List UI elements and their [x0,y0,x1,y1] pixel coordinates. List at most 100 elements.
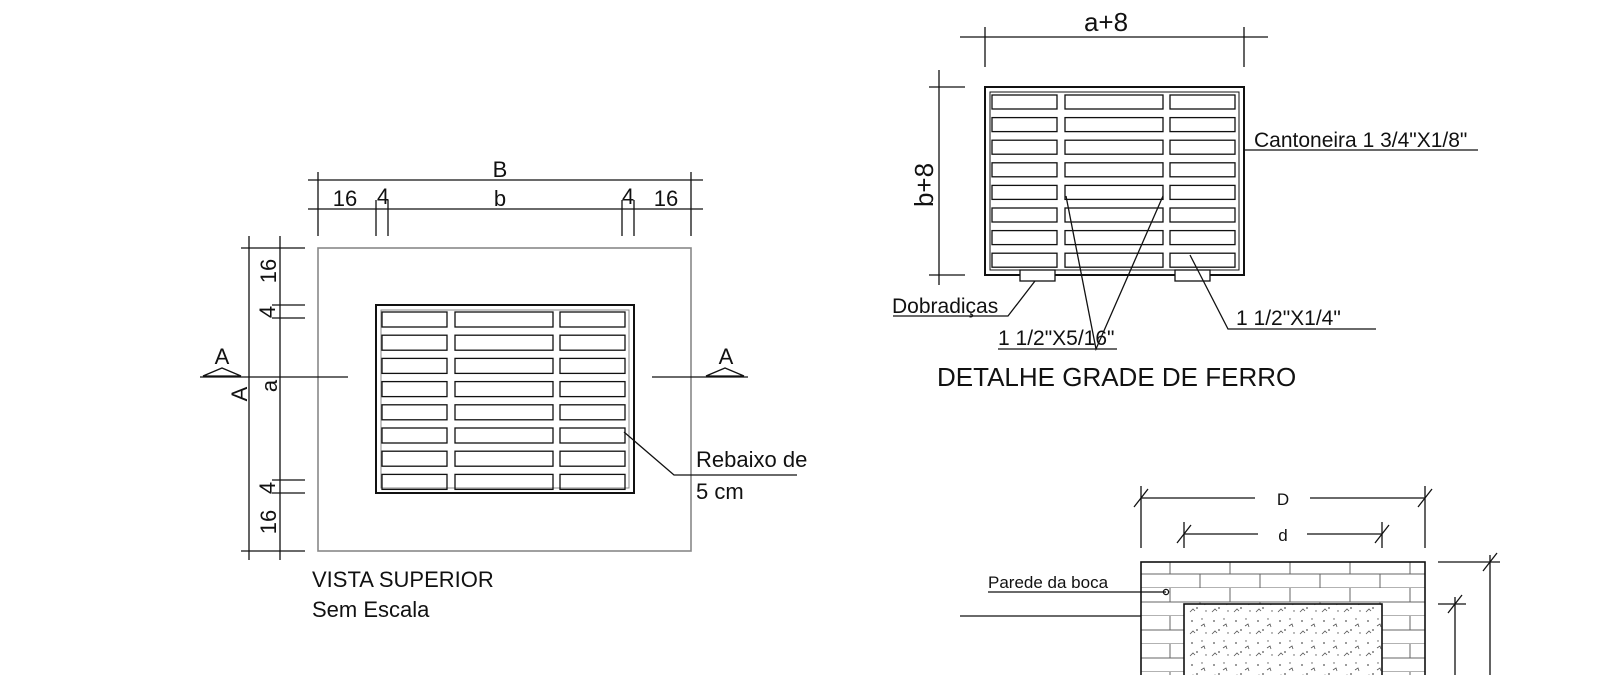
grate-bar [454,334,554,351]
grate-bar [559,334,626,351]
grate-bar [1169,94,1236,110]
grate-bar [559,427,626,444]
grate-bar [381,311,448,328]
bar-1-4-label: 1 1/2"X1/4" [1236,307,1341,330]
parede-leader-dot [1162,588,1170,596]
grate-bar [381,473,448,491]
grate-bar [1169,162,1236,178]
grate-bar [991,207,1058,223]
grate-bar [454,311,554,328]
grate-bar [381,357,448,375]
dim-D-label: D [1277,490,1289,509]
grate-bar [1064,162,1164,178]
grate-bar [1169,184,1236,201]
grate-bar [1064,139,1164,155]
grate-bar [454,380,554,398]
dim-B-label: B [493,157,508,182]
grate-bar [381,334,448,351]
grate-detail-frame [984,86,1245,276]
grate-frame [375,304,635,494]
grate-bar [559,380,626,398]
hinge-left [1019,269,1056,282]
grate-bar [1169,207,1236,223]
grate-detail-labels: a+8 b+8 Cantoneira 1 3/4"X1/8" Dobradiça… [892,7,1467,392]
grate-bar [381,404,448,421]
concrete-core [1183,603,1383,675]
grate-bar [991,252,1058,268]
grate-recess [380,309,630,489]
dim-16-right: 16 [654,186,678,211]
grate-bar [1064,229,1164,246]
dim-a8-label: a+8 [1084,7,1128,37]
top-view-title: VISTA SUPERIOR [312,567,494,592]
dobradicas-leader [893,280,1036,317]
hinge-right [1174,269,1211,282]
grate-bar [991,229,1058,246]
grate-bar [991,184,1058,201]
rebaixo-leader [623,431,797,476]
grate-bar [381,380,448,398]
rebaixo-label-line1: Rebaixo de [696,447,807,472]
bar-1-4-leader [1189,254,1376,330]
grate-bar [559,473,626,491]
section-mark-right: A [719,344,734,369]
section-view-labels: D d Parede da boca [988,490,1289,592]
dobradicas-label: Dobradiças [892,295,998,318]
grate-bars [381,311,626,491]
grate-detail [893,27,1478,352]
dim-b8-label: b+8 [909,163,939,207]
top-view-subtitle: Sem Escala [312,597,430,622]
grate-bar [991,116,1058,133]
dim-a-vertical: a [257,379,282,392]
dim-4-left: 4 [377,184,389,209]
dim-4-right: 4 [622,184,634,209]
grate-bar [1064,94,1164,110]
grate-bar [991,94,1058,110]
grate-bar [381,450,448,467]
dim-4-top-vertical: 4 [255,306,280,318]
dim-16-left: 16 [333,186,357,211]
grate-bar [454,473,554,491]
grate-bar [1169,229,1236,246]
grate-bar [454,450,554,467]
rebaixo-label-line2: 5 cm [696,479,744,504]
grate-bar [559,357,626,375]
top-view-labels: B b 16 4 4 16 16 4 a 4 16 A A A Rebaixo … [215,157,808,622]
grate-bar [454,427,554,444]
dim-b-label: b [494,186,506,211]
dim-16-top-vertical: 16 [256,259,281,283]
slab-outline [317,247,692,552]
section-arrow-right [705,367,745,377]
section-view [960,486,1500,675]
grate-bar [1169,116,1236,133]
grate-bar [559,404,626,421]
grate-bar [1064,252,1164,268]
grate-bar [991,162,1058,178]
grate-bar [559,311,626,328]
grate-bar [454,404,554,421]
grate-bar [1169,252,1236,268]
grate-bar [991,139,1058,155]
grate-bar [454,357,554,375]
grate-bar [1169,139,1236,155]
grate-bar [1064,184,1164,201]
grate-bar [559,450,626,467]
grate-detail-inner [989,91,1240,271]
grate-detail-bars [991,94,1236,268]
dim-16-bottom-vertical: 16 [256,510,281,534]
cantoneira-label: Cantoneira 1 3/4"X1/8" [1254,129,1467,152]
bar-5-16-label: 1 1/2"X5/16" [998,327,1115,350]
dim-4-bottom-vertical: 4 [255,482,280,494]
grate-bar [381,427,448,444]
top-view [200,172,797,560]
grate-bar [1064,207,1164,223]
section-mark-left: A [215,344,230,369]
section-mark-vertical: A [227,386,252,401]
parede-label: Parede da boca [988,573,1109,592]
section-arrow-left [202,367,242,377]
grate-detail-title: DETALHE GRADE DE FERRO [937,362,1296,392]
grate-bar [1064,116,1164,133]
dim-d-label: d [1278,526,1287,545]
